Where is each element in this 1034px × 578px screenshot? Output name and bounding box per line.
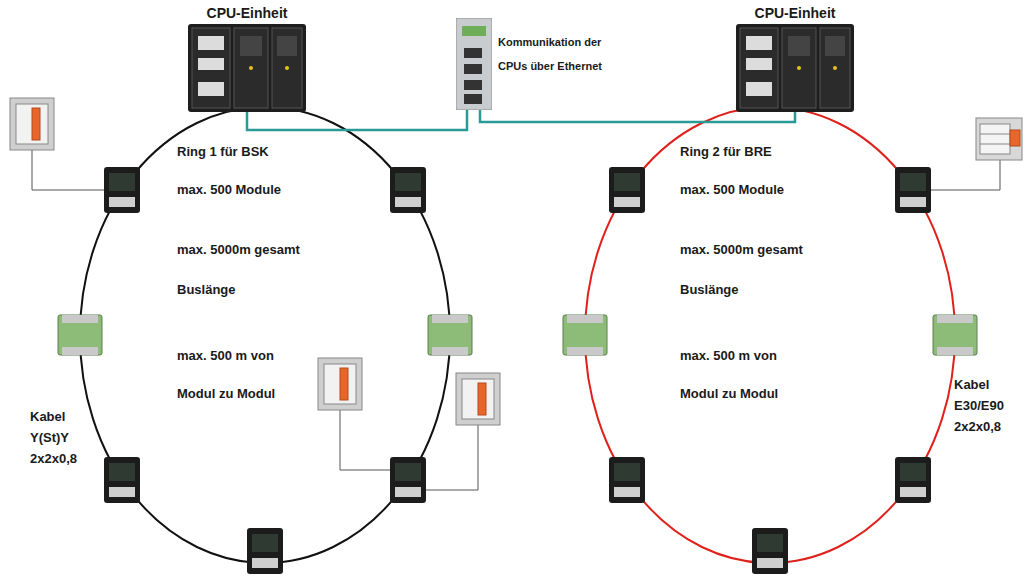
- node-text: Kommunikation der CPUs über Ethernet: [498, 30, 618, 78]
- ring-label: max. 500 m von: [177, 346, 274, 366]
- ring-label: max. 5000m gesamt: [680, 240, 803, 260]
- ring-label: max. 500 Module: [177, 180, 281, 200]
- ring-label: Buslänge: [177, 280, 236, 300]
- ring-label: Ring 1 für BSK: [177, 142, 269, 162]
- ring-label: Ring 2 für BRE: [680, 142, 772, 162]
- ethernet-switch: Kommunikation der CPUs über Ethernet: [456, 18, 622, 110]
- ring-label: max. 500 m von: [680, 346, 777, 366]
- ethernet-switch-icon: [456, 18, 492, 110]
- node-heading: CPU-Einheit: [736, 4, 854, 22]
- cpu-unit-icon: [736, 24, 854, 112]
- cpu-unit-icon: [188, 24, 306, 112]
- ethernet-link: [247, 110, 467, 130]
- cable-label: Kabel E30/E90 2x2x0,8: [954, 374, 1024, 437]
- cpu-unit: CPU-Einheit: [736, 4, 854, 112]
- cable-label: Kabel Y(St)Y 2x2x0,8: [30, 406, 92, 469]
- cpu-unit: CPU-Einheit: [188, 4, 306, 112]
- ring-label: Modul zu Modul: [680, 384, 778, 404]
- ring-label: max. 5000m gesamt: [177, 240, 300, 260]
- ring-label: max. 500 Module: [680, 180, 784, 200]
- ring-label: Modul zu Modul: [177, 384, 275, 404]
- node-heading: CPU-Einheit: [188, 4, 306, 22]
- ring-label: Buslänge: [680, 280, 739, 300]
